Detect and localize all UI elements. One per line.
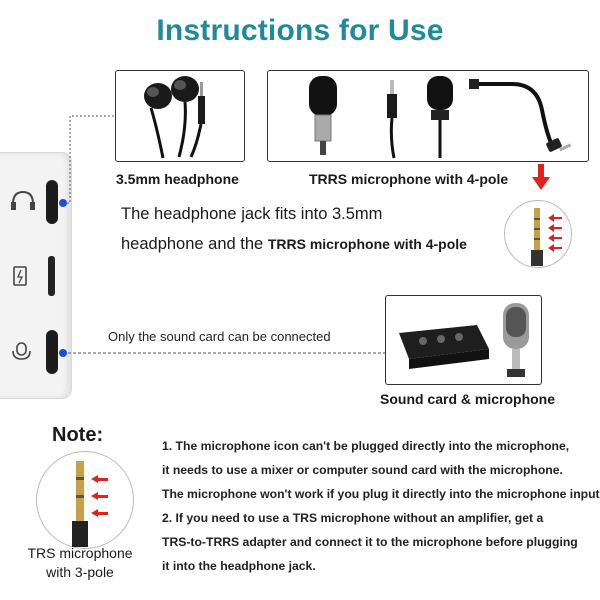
lavalier-mic-image xyxy=(309,76,572,159)
note-line: it needs to use a mixer or computer soun… xyxy=(162,463,563,477)
compat-text-bold: TRRS microphone with 4-pole xyxy=(267,236,467,252)
soundcard-label: Sound card & microphone xyxy=(380,391,556,407)
trs-label: TRS microphone with 3-pole xyxy=(10,544,150,582)
trrs-plug-icon xyxy=(531,208,562,266)
charging-port xyxy=(48,256,55,296)
compat-text-line2: headphone and the TRRS microphone with 4… xyxy=(121,229,467,259)
earphones-image xyxy=(144,76,205,159)
adapter-device xyxy=(0,152,72,399)
note-line: 2. If you need to use a TRS microphone w… xyxy=(162,511,544,525)
microphone-port-icon xyxy=(12,342,31,360)
headphone-port-icon xyxy=(11,190,35,210)
note-lines: 1. The microphone icon can't be plugged … xyxy=(162,434,600,578)
note-line: 1. The microphone icon can't be plugged … xyxy=(162,439,570,453)
soundcard-connect-text: Only the sound card can be connected xyxy=(108,329,331,344)
mic-label: TRRS microphone with 4-pole xyxy=(309,171,509,187)
note-line: it into the headphone jack. xyxy=(162,559,316,573)
note-line: The microphone won't work if you plug it… xyxy=(162,487,600,501)
headphone-port xyxy=(46,180,58,224)
trs-label-line2: with 3-pole xyxy=(46,564,114,580)
note-line: TRS-to-TRRS adapter and connect it to th… xyxy=(162,535,578,549)
headphone-label: 3.5mm headphone xyxy=(116,171,239,187)
down-arrow-icon xyxy=(532,164,550,190)
page-title: Instructions for Use xyxy=(156,14,444,47)
trs-plug-icon xyxy=(72,461,108,547)
compat-text-prefix: headphone and the xyxy=(121,235,268,253)
battery-port-icon xyxy=(13,266,27,286)
compat-text-line1: The headphone jack fits into 3.5mm xyxy=(121,205,383,223)
adapter-ports xyxy=(11,180,58,374)
trs-label-line1: TRS microphone xyxy=(27,545,133,561)
note-title: Note: xyxy=(52,424,104,446)
mic-port xyxy=(46,330,58,374)
soundcard-image xyxy=(399,303,529,377)
